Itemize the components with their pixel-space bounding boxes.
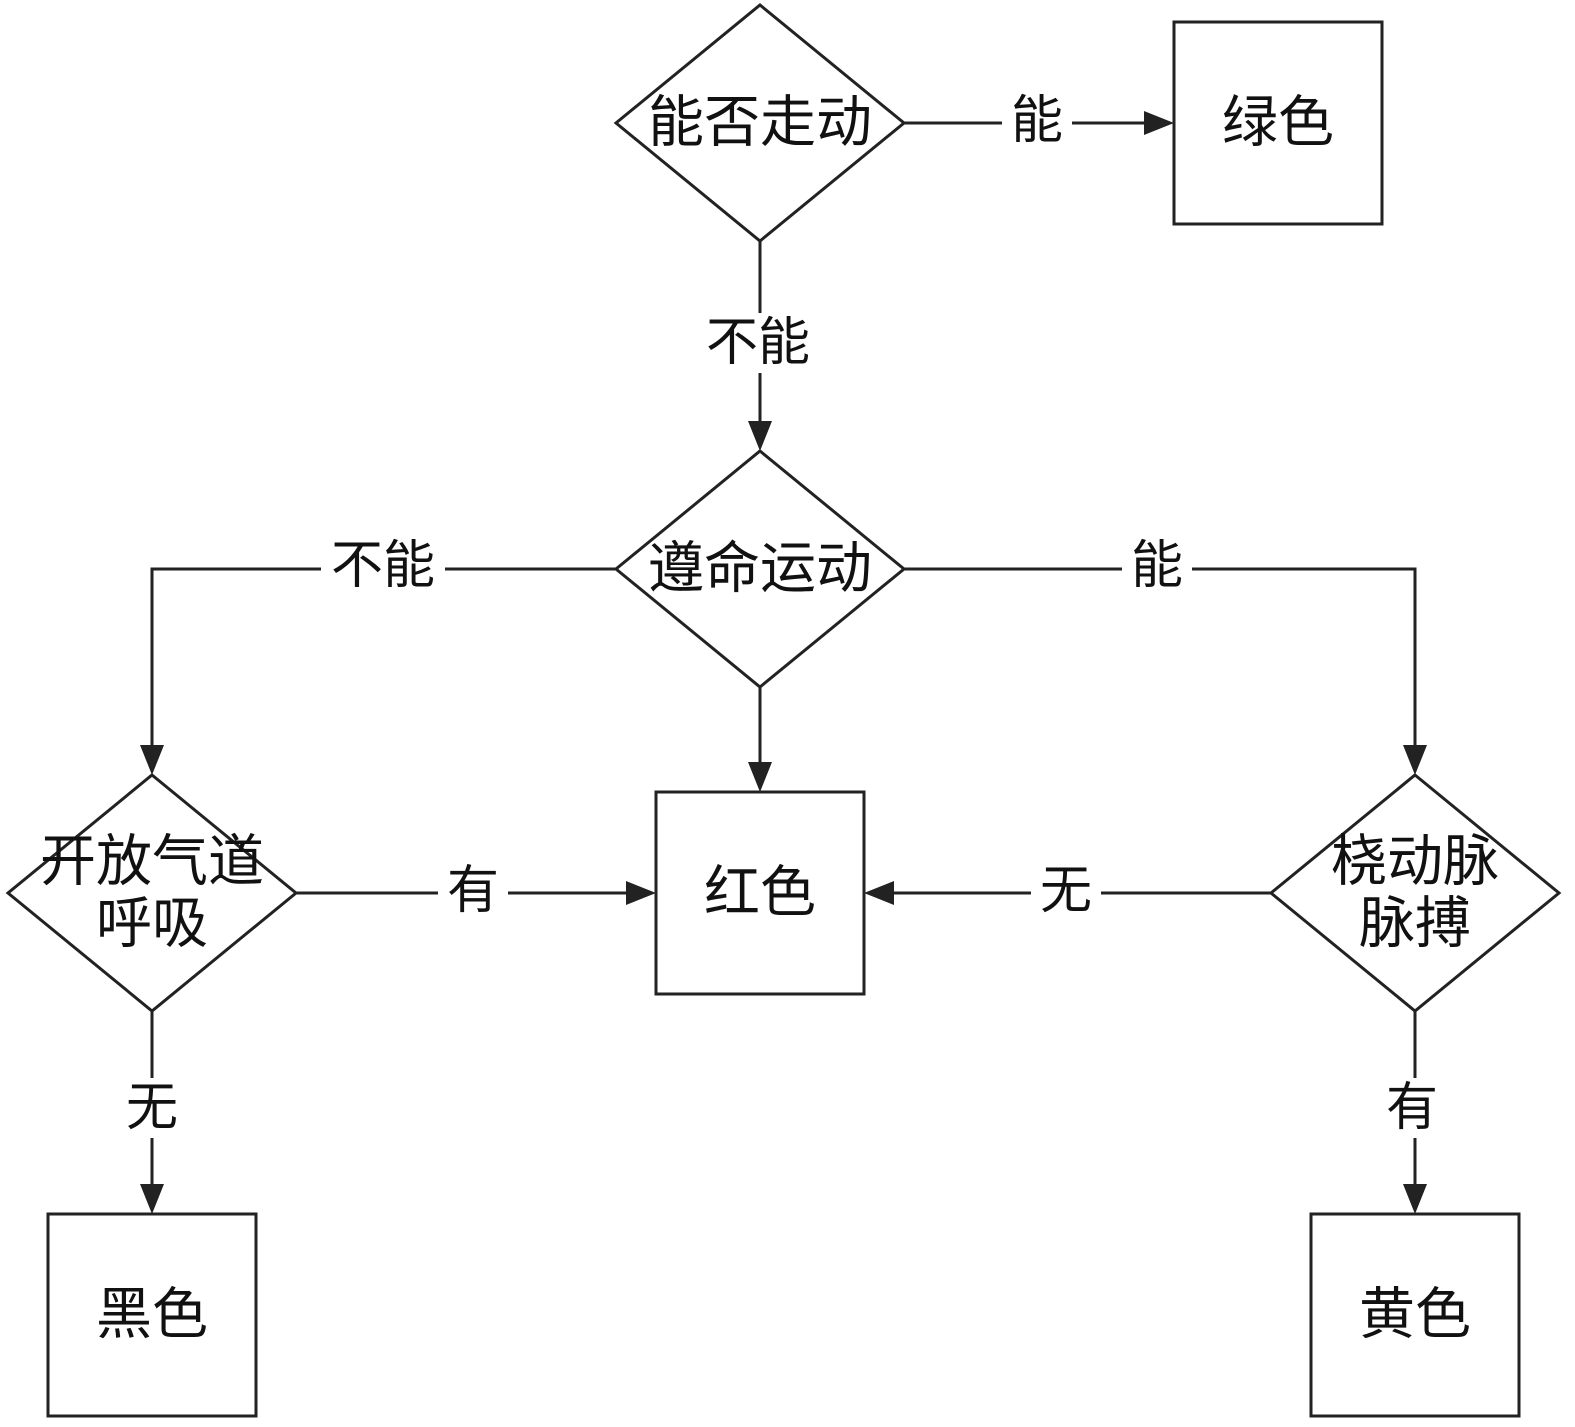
edge-walk-to-command-arrowhead (748, 421, 772, 451)
node-yellow-box (1309, 1212, 1521, 1418)
edge-pulse-to-red-label-background (1031, 861, 1101, 921)
edge-pulse-to-yellow-arrowhead (1403, 1184, 1427, 1214)
node-black-box (46, 1212, 258, 1418)
edge-pulse-to-red-label: 无 (1031, 861, 1101, 921)
edge-airway-to-red-label: 有 (438, 861, 508, 921)
node-command-label-line-1: 遵命运动 (648, 537, 872, 602)
edge-labels-layer: 能不能不能能有无无有 (117, 91, 1447, 1138)
edge-pulse-to-yellow-label-text: 有 (1386, 1078, 1438, 1138)
node-walk: 能否走动 (613, 3, 907, 243)
node-pulse-diamond (1268, 773, 1562, 1013)
edge-command-to-pulse-label-background (1122, 536, 1192, 596)
node-airway-label-line-2: 呼吸 (96, 892, 208, 957)
node-red: 红色 (654, 790, 866, 996)
edge-command-to-airway-line (150, 567, 616, 745)
edge-walk-to-command-label-background (696, 313, 820, 373)
edge-walk-to-green-label: 能 (1002, 91, 1072, 151)
node-green: 绿色 (1172, 20, 1384, 226)
edge-airway-to-red-label-text: 有 (447, 861, 499, 921)
edge-airway-to-black-arrowhead (140, 1184, 164, 1214)
edge-airway-to-black-label-text: 无 (126, 1078, 178, 1138)
edge-pulse-to-red-arrowhead (864, 881, 894, 905)
node-walk-label-line-1: 能否走动 (648, 91, 872, 156)
edge-command-to-red-arrowhead (748, 762, 772, 792)
edge-command-to-airway-label: 不能 (321, 536, 445, 596)
edge-command-to-pulse-line (904, 567, 1417, 745)
edge-airway-to-red-label-background (438, 861, 508, 921)
node-pulse-label-line-1: 桡动脉 (1331, 830, 1499, 895)
node-red-label-line-1: 红色 (704, 861, 816, 926)
edge-pulse-to-yellow-label: 有 (1377, 1078, 1447, 1138)
edge-command-to-pulse-label-text: 能 (1131, 536, 1183, 596)
node-black: 黑色 (46, 1212, 258, 1418)
edge-airway-to-red-arrowhead (626, 881, 656, 905)
edge-command-to-pulse-label: 能 (1122, 536, 1192, 596)
edge-walk-to-command-label-text: 不能 (706, 313, 810, 373)
edge-walk-to-command-label: 不能 (696, 313, 820, 373)
node-airway-diamond (5, 773, 299, 1013)
edge-command-to-pulse-arrowhead (1403, 745, 1427, 775)
node-command-diamond (613, 449, 907, 689)
node-green-box (1172, 20, 1384, 226)
edge-walk-to-green-label-background (1002, 91, 1072, 151)
edge-pulse-to-red-label-text: 无 (1040, 861, 1092, 921)
node-command: 遵命运动 (613, 449, 907, 689)
node-green-label-line-1: 绿色 (1222, 91, 1334, 156)
edge-pulse-to-yellow-label-background (1377, 1078, 1447, 1138)
edge-walk-to-green-label-text: 能 (1011, 91, 1063, 151)
node-yellow: 黄色 (1309, 1212, 1521, 1418)
node-walk-diamond (613, 3, 907, 243)
edge-airway-to-black-label: 无 (117, 1078, 187, 1138)
edge-command-to-airway-label-background (321, 536, 445, 596)
node-red-box (654, 790, 866, 996)
edge-command-to-airway-arrowhead (140, 745, 164, 775)
edge-walk-to-green-arrowhead (1144, 111, 1174, 135)
node-black-label-line-1: 黑色 (96, 1283, 208, 1348)
node-yellow-label-line-1: 黄色 (1359, 1283, 1471, 1348)
edge-command-to-airway-label-text: 不能 (331, 536, 435, 596)
edge-airway-to-black-label-background (117, 1078, 187, 1138)
node-airway-label-line-1: 开放气道 (40, 830, 264, 895)
node-pulse-label-line-2: 脉搏 (1359, 892, 1471, 957)
